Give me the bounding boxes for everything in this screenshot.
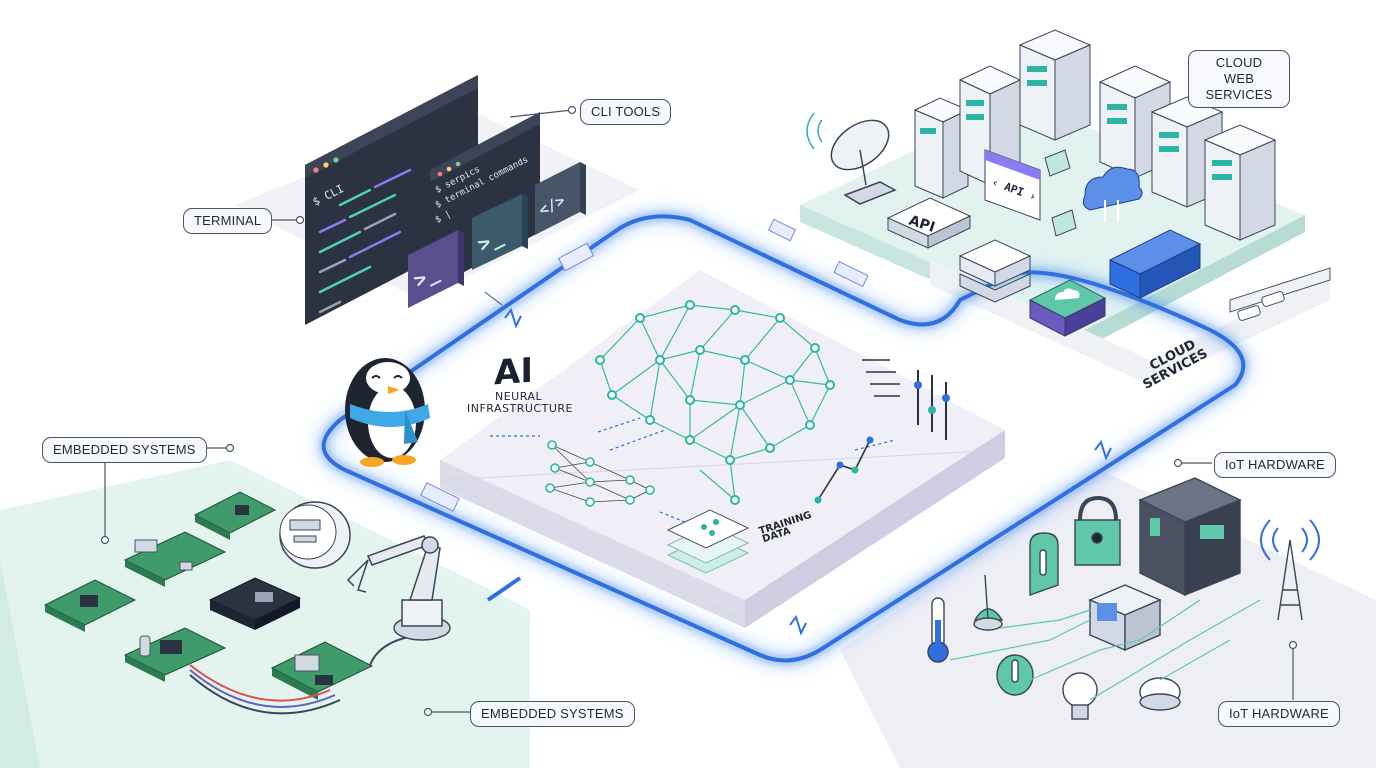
ai-hub-subtitle-line2: INFRASTRUCTURE xyxy=(467,402,573,415)
ai-hub-title: AI xyxy=(494,350,533,394)
iot-devices xyxy=(927,477,1320,720)
control-sliders xyxy=(862,359,950,440)
meter-device-icon xyxy=(279,501,351,569)
mini-neural-net-nodes xyxy=(545,440,655,507)
api-window-icon xyxy=(984,149,1041,221)
satellite-dish-icon xyxy=(806,112,897,205)
server-rack-group xyxy=(913,29,1277,299)
embedded-boards xyxy=(43,491,421,715)
prompt-tile-icon-2 xyxy=(472,194,528,270)
trend-line-graph xyxy=(814,436,874,504)
terminal-window-main xyxy=(305,75,478,325)
callout-terminal: TERMINAL xyxy=(183,208,273,234)
folder-icon xyxy=(1044,149,1077,237)
callout-iot-hardware-top: IoT HARDWARE xyxy=(1214,452,1336,478)
prompt-tile-icon xyxy=(408,230,464,308)
api-tile-icon xyxy=(886,197,972,249)
penguin-mascot xyxy=(345,358,430,467)
callout-iot-hardware-bottom: IoT HARDWARE xyxy=(1218,701,1340,727)
callout-embedded-systems-bottom: EMBEDDED SYSTEMS xyxy=(470,701,635,727)
cloud-sync-icon xyxy=(1082,166,1143,222)
ai-hub-platform xyxy=(439,270,1007,628)
neural-brain-nodes xyxy=(595,300,835,505)
cloud-storage-tile-icon xyxy=(1028,279,1107,337)
code-tile-icon xyxy=(535,162,586,235)
callout-cli-tools: CLI TOOLS xyxy=(580,99,672,125)
data-loop xyxy=(317,210,1250,667)
database-stack-icon xyxy=(958,239,1032,303)
network-cable-widget xyxy=(1229,267,1331,321)
cloud-base-slab xyxy=(930,260,1330,385)
api-tile-text: API xyxy=(907,213,937,236)
robotic-arm-icon xyxy=(346,535,451,641)
mini-neural-net xyxy=(549,444,651,503)
embedded-platform-edge xyxy=(0,560,40,768)
training-data-stack xyxy=(666,509,750,574)
ai-hub-subtitle-line1: NEURAL xyxy=(495,390,543,403)
iot-wiring xyxy=(949,599,1261,701)
callout-cloud-web-services: CLOUD WEB SERVICES xyxy=(1188,50,1290,108)
callout-embedded-systems-top: EMBEDDED SYSTEMS xyxy=(42,437,207,463)
